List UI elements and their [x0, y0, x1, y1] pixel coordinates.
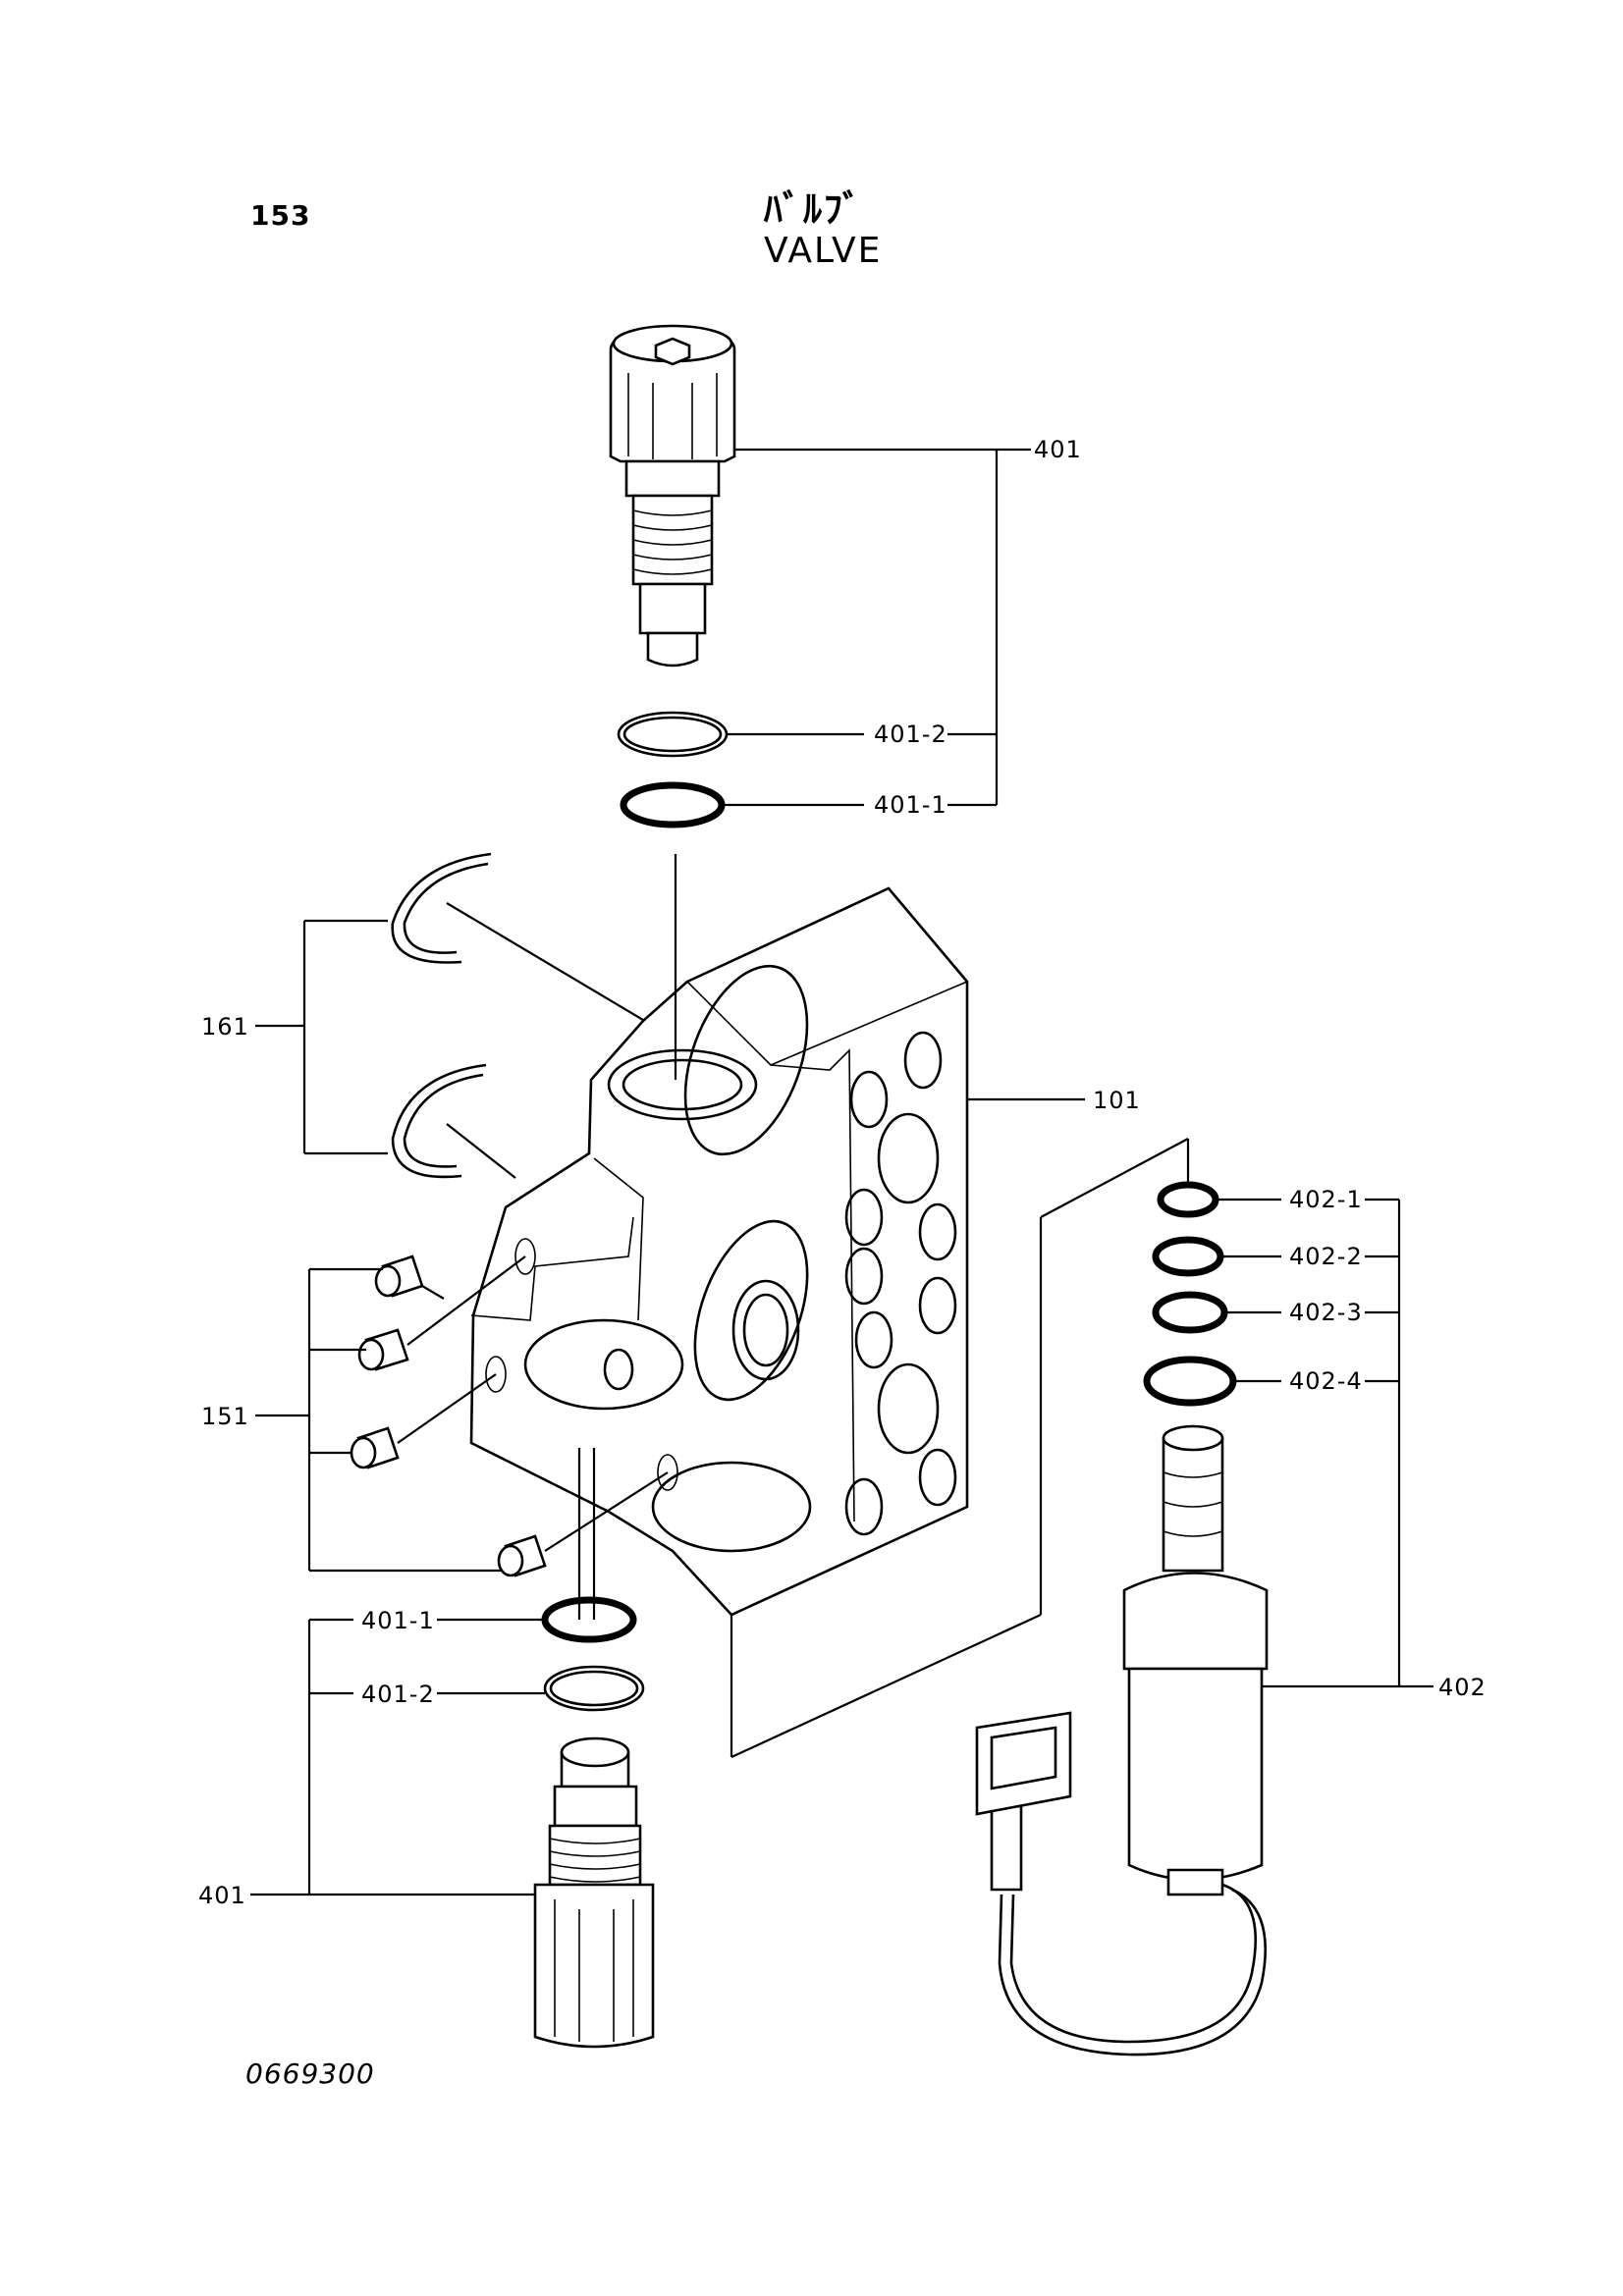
- callout-402-3: 402-3: [1289, 1299, 1363, 1326]
- callout-101: 101: [1093, 1087, 1141, 1114]
- snap-ring-161-upper: [391, 852, 654, 1027]
- callout-402-2: 402-2: [1289, 1243, 1363, 1270]
- o-ring-402-1: [1157, 1181, 1219, 1218]
- plug-151-a: [374, 1255, 445, 1300]
- o-ring-401-1-bottom: [541, 1596, 637, 1643]
- backup-ring-401-2-bottom-inner: [549, 1670, 639, 1707]
- callout-402-4: 402-4: [1289, 1367, 1363, 1395]
- plug-151-d: [497, 1471, 669, 1577]
- o-ring-401-1-top: [620, 781, 726, 828]
- callout-161: 161: [201, 1013, 249, 1041]
- relief-valve-top: [609, 324, 736, 667]
- o-ring-402-2: [1152, 1236, 1224, 1277]
- callout-402-1: 402-1: [1289, 1186, 1363, 1213]
- callout-401-1-bottom: 401-1: [361, 1607, 435, 1634]
- o-ring-402-4: [1143, 1356, 1237, 1407]
- drawing-number: 0669300: [245, 2057, 375, 2090]
- callout-401-2-top: 401-2: [874, 721, 947, 748]
- plug-151-b: [357, 1255, 526, 1371]
- callout-401-1-top: 401-1: [874, 791, 947, 819]
- page-number: 153: [250, 199, 311, 232]
- title-japanese: ﾊﾞﾙﾌﾞ: [764, 187, 864, 231]
- backup-ring-401-2-top-inner: [622, 716, 723, 753]
- valve-body-101: [469, 886, 969, 1617]
- callout-402: 402: [1438, 1674, 1487, 1701]
- relief-valve-bottom: [533, 1736, 655, 2049]
- callout-401-bottom: 401: [198, 1882, 246, 1909]
- plug-151-c: [350, 1373, 497, 1469]
- leader-lines: [250, 448, 1434, 1896]
- backup-ring-401-2-bottom: [543, 1665, 645, 1712]
- backup-ring-401-2-top: [617, 711, 729, 758]
- callout-401-2-bottom: 401-2: [361, 1681, 435, 1708]
- title-english: VALVE: [764, 231, 883, 271]
- solenoid-valve-402: [975, 1181, 1269, 2056]
- snap-ring-161-lower: [391, 1063, 516, 1179]
- o-ring-402-3: [1152, 1291, 1228, 1334]
- callout-151: 151: [201, 1403, 249, 1430]
- callout-401-top: 401: [1034, 436, 1082, 463]
